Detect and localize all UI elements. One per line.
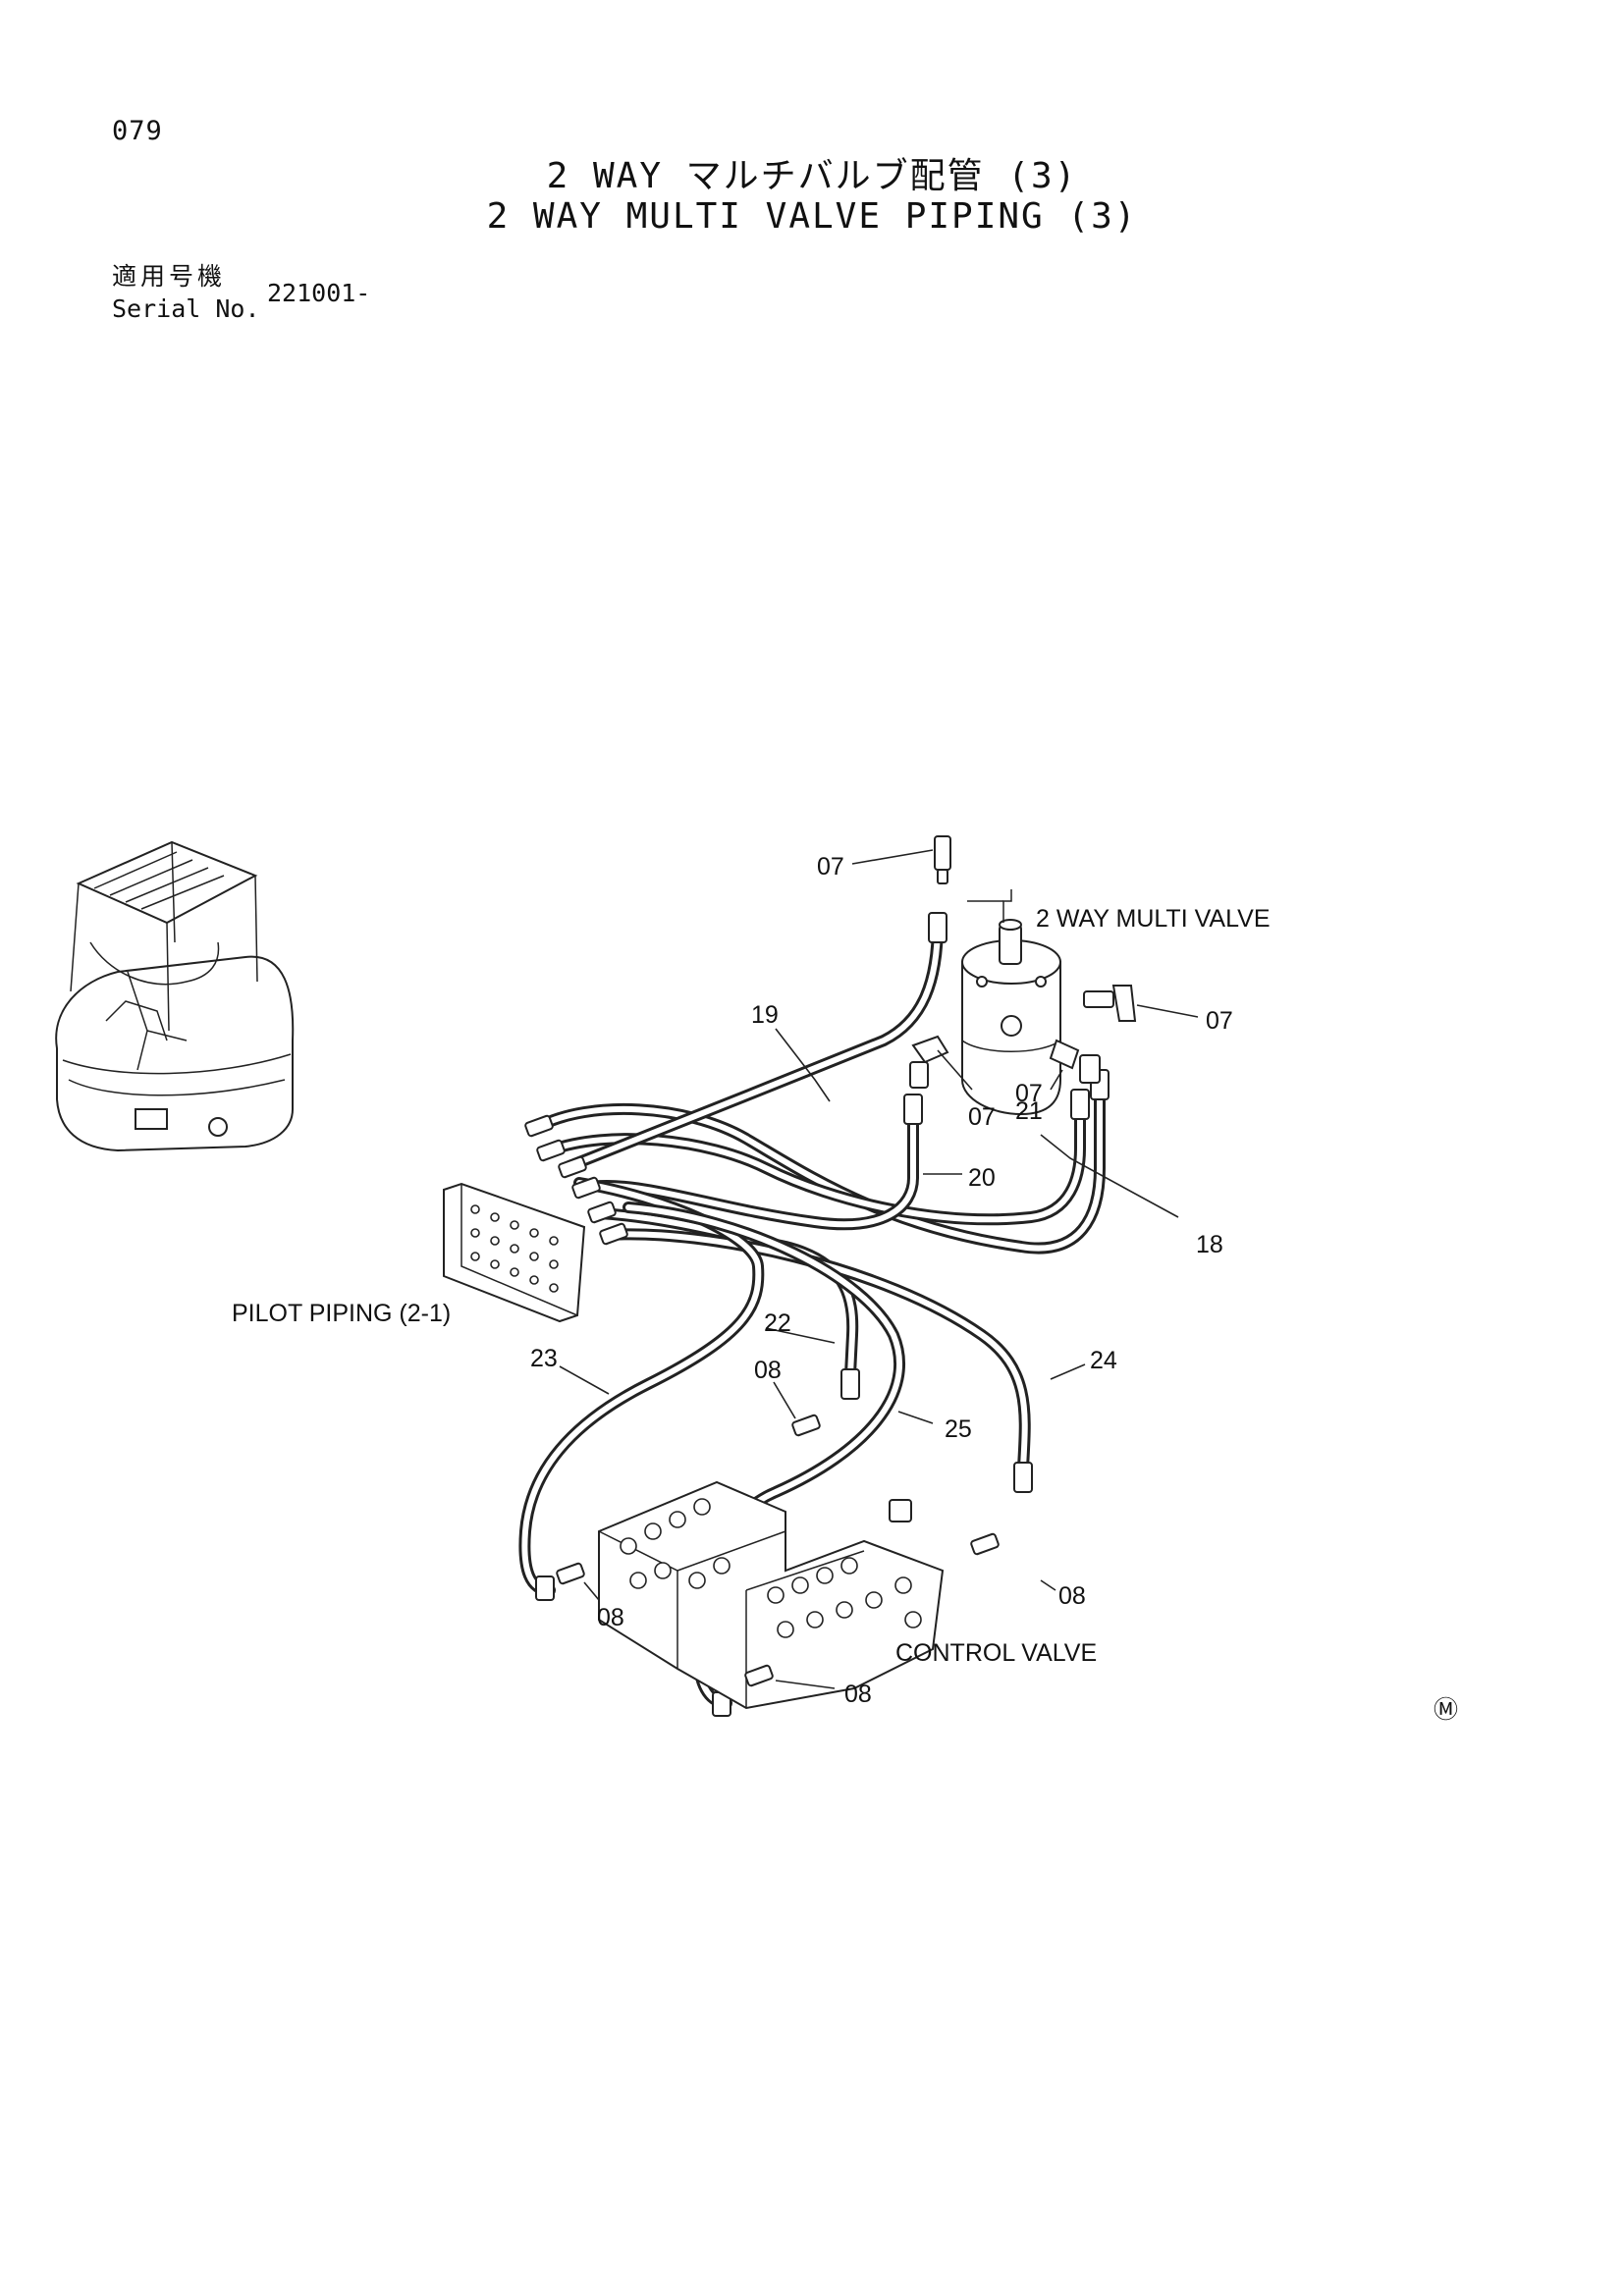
label-21: 21 <box>1015 1097 1043 1125</box>
label-pilot-piping: PILOT PIPING (2-1) <box>232 1300 451 1327</box>
label-control-valve: CONTROL VALVE <box>895 1639 1097 1667</box>
elbow-fittings-07 <box>909 835 1137 1089</box>
label-20: 20 <box>968 1164 996 1192</box>
label-08-d: 08 <box>844 1681 872 1708</box>
label-18: 18 <box>1196 1231 1223 1258</box>
label-08-a: 08 <box>754 1357 782 1384</box>
title-japanese: 2 WAY マルチバルブ配管 (3) <box>546 156 1078 196</box>
corner-mark: Ⓜ <box>1434 1696 1458 1724</box>
multi-valve-body <box>961 889 1061 1116</box>
label-23: 23 <box>530 1345 558 1372</box>
label-08-b: 08 <box>1058 1582 1086 1610</box>
serial-number-value: 221001- <box>267 279 371 307</box>
hose-fittings <box>524 912 1110 1717</box>
pilot-piping-bracket <box>443 1182 586 1323</box>
label-25: 25 <box>945 1415 972 1443</box>
label-07-right: 07 <box>1206 1007 1233 1035</box>
title-english: 2 WAY MULTI VALVE PIPING (3) <box>486 196 1138 237</box>
leader-lines <box>559 849 1199 1689</box>
control-valve-body <box>598 1480 945 1710</box>
hose-bundle <box>518 917 1106 1709</box>
label-24: 24 <box>1090 1347 1117 1374</box>
label-07-top: 07 <box>817 853 844 881</box>
connector-fittings-08 <box>556 1414 1000 1687</box>
page-number: 079 <box>112 116 163 146</box>
label-08-c: 08 <box>597 1604 624 1631</box>
serial-label-japanese: 適用号機 <box>112 262 227 291</box>
excavator-thumbnail <box>55 840 295 1152</box>
serial-label-english: Serial No. <box>112 294 260 323</box>
label-07-left: 07 <box>968 1103 996 1131</box>
label-multi-valve: 2 WAY MULTI VALVE <box>1036 905 1271 933</box>
label-07-mid: 07 <box>1015 1080 1043 1107</box>
label-19: 19 <box>751 1001 779 1029</box>
label-22: 22 <box>764 1309 791 1337</box>
